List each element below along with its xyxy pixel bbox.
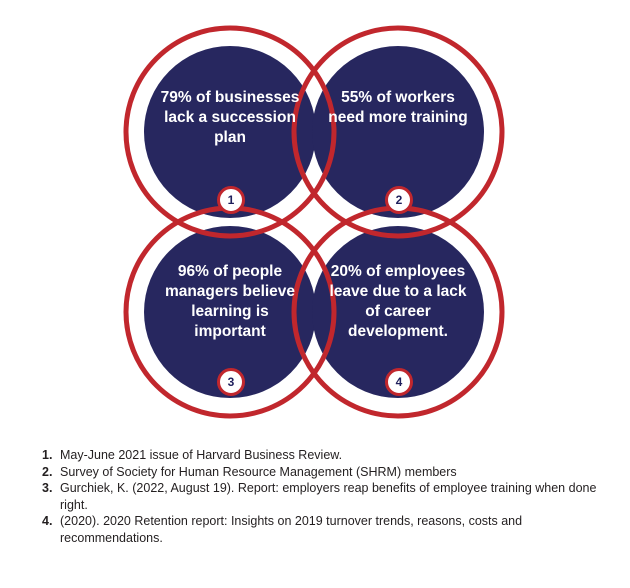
circles-graphic: [123, 25, 505, 419]
stat-circle-4: [312, 226, 484, 398]
footnote-number: 4.: [42, 514, 53, 528]
stat-text-4: 20% of employees leave due to a lack of …: [329, 263, 467, 340]
footnote-text: Gurchiek, K. (2022, August 19). Report: …: [60, 481, 597, 512]
footnote-text: May-June 2021 issue of Harvard Business …: [60, 448, 343, 462]
stat-text-2: 55% of workers need more training: [328, 89, 468, 126]
ring-2: [291, 25, 505, 239]
stat-circle-2: [312, 46, 484, 218]
ring-1: [123, 25, 337, 239]
badge-1: 1: [217, 186, 245, 214]
stat-text-3: 96% of people managers believe learning …: [164, 263, 296, 340]
footnote-number: 2.: [42, 464, 53, 479]
stat-circle-1: [144, 46, 316, 218]
badge-3: 3: [217, 368, 245, 396]
footnote-number: 3.: [42, 481, 53, 495]
venn-diagram: 79% of businesses lack a succession plan…: [123, 25, 505, 419]
footnote-item: 4. (2020). 2020 Retention report: Insigh…: [42, 513, 602, 546]
footnote-item: 3. Gurchiek, K. (2022, August 19). Repor…: [42, 480, 602, 513]
footnote-item: 1. May-June 2021 issue of Harvard Busine…: [42, 447, 602, 464]
badge-2: 2: [385, 186, 413, 214]
stat-text-1: 79% of businesses lack a succession plan: [160, 89, 300, 146]
footnote-text: (2020). 2020 Retention report: Insights …: [60, 514, 523, 545]
footnotes-list: 1. May-June 2021 issue of Harvard Busine…: [42, 447, 602, 546]
footnote-item: 2. Survey of Society for Human Resource …: [42, 464, 602, 481]
stat-circle-3: [144, 226, 316, 398]
footnote-number: 1.: [42, 448, 53, 462]
footnote-text: Survey of Society for Human Resource Man…: [60, 464, 457, 479]
badge-4: 4: [385, 368, 413, 396]
